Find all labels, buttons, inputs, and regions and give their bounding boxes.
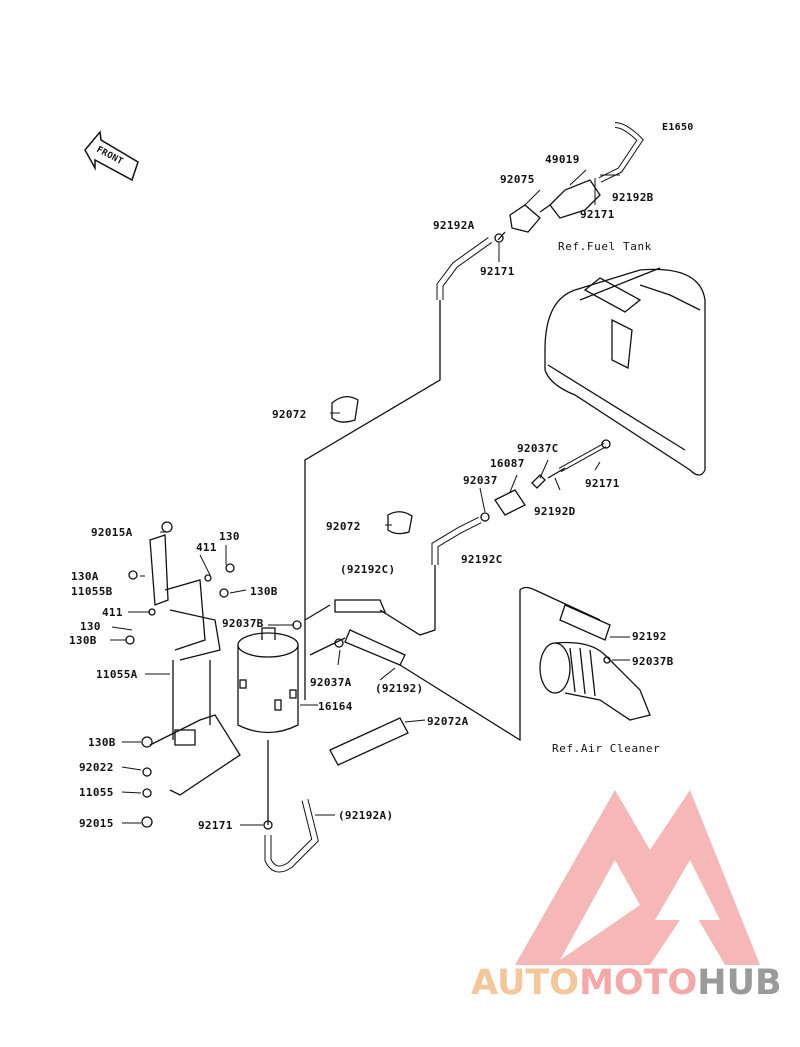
part-label: 411 (196, 541, 217, 554)
hose-92192A (436, 237, 493, 300)
ref-fuel-tank: Ref.Fuel Tank (558, 240, 652, 253)
air-cleaner-duct (539, 641, 651, 721)
strap-92072A (329, 717, 409, 766)
part-label: 92171 (580, 208, 615, 221)
part-label: 92171 (585, 477, 620, 490)
part-label: 92192 (632, 630, 667, 643)
part-label: 130 (219, 530, 240, 543)
hose-92192B (598, 122, 644, 183)
part-label: 92192A (433, 219, 475, 232)
diagram-code: E1650 (662, 122, 694, 133)
part-label: 92192C (461, 553, 503, 566)
watermark-part-hub: HUB (697, 963, 782, 1003)
part-label: 92037A (310, 676, 352, 689)
part-label: 11055B (71, 585, 113, 598)
part-label: 92015 (79, 817, 114, 830)
watermark-part-moto: MOTO (579, 963, 698, 1003)
part-label: 92022 (79, 761, 114, 774)
part-label: 92037 (463, 474, 498, 487)
part-label: 92192D (534, 505, 576, 518)
part-label: 92037C (517, 442, 559, 455)
part-label: 11055 (79, 786, 114, 799)
part-label: 92072 (272, 408, 307, 421)
watermark-logo-mark (515, 790, 760, 965)
part-label: 92072 (326, 520, 361, 533)
watermark-text: AUTOMOTOHUB (471, 965, 782, 1001)
front-arrow-icon (84, 130, 139, 182)
clamp-92072-lower (387, 511, 413, 535)
part-label: 130 (80, 620, 101, 633)
fuel-filter-49019 (539, 179, 601, 219)
clamp-92075 (509, 204, 541, 233)
clamp-92072-upper (331, 396, 359, 423)
part-label: 130B (69, 634, 97, 647)
bracket-11055 (149, 714, 241, 796)
part-label: 92015A (91, 526, 133, 539)
part-label: 92171 (198, 819, 233, 832)
part-label: 16087 (490, 457, 525, 470)
part-label: 92075 (500, 173, 535, 186)
ref-air-cleaner: Ref.Air Cleaner (552, 742, 661, 755)
part-label: 92171 (480, 265, 515, 278)
part-label: 16164 (318, 700, 353, 713)
valve-16087 (494, 489, 526, 516)
part-label: (92192A) (338, 809, 394, 822)
part-label: 92072A (427, 715, 469, 728)
bracket-11055B (149, 534, 221, 661)
part-label: 92037B (222, 617, 264, 630)
part-label: 11055A (96, 668, 138, 681)
part-label: 411 (102, 606, 123, 619)
part-label: 130A (71, 570, 99, 583)
part-label: 92037B (632, 655, 674, 668)
fuel-tank-outline (544, 267, 706, 476)
part-label: 49019 (545, 153, 580, 166)
part-label: 130B (250, 585, 278, 598)
watermark-part-auto: AUTO (471, 963, 580, 1003)
part-label: (92192C) (340, 563, 396, 576)
canister-16164 (237, 627, 299, 734)
part-label: 130B (88, 736, 116, 749)
part-label: 92192B (612, 191, 654, 204)
part-label: (92192) (375, 682, 424, 695)
